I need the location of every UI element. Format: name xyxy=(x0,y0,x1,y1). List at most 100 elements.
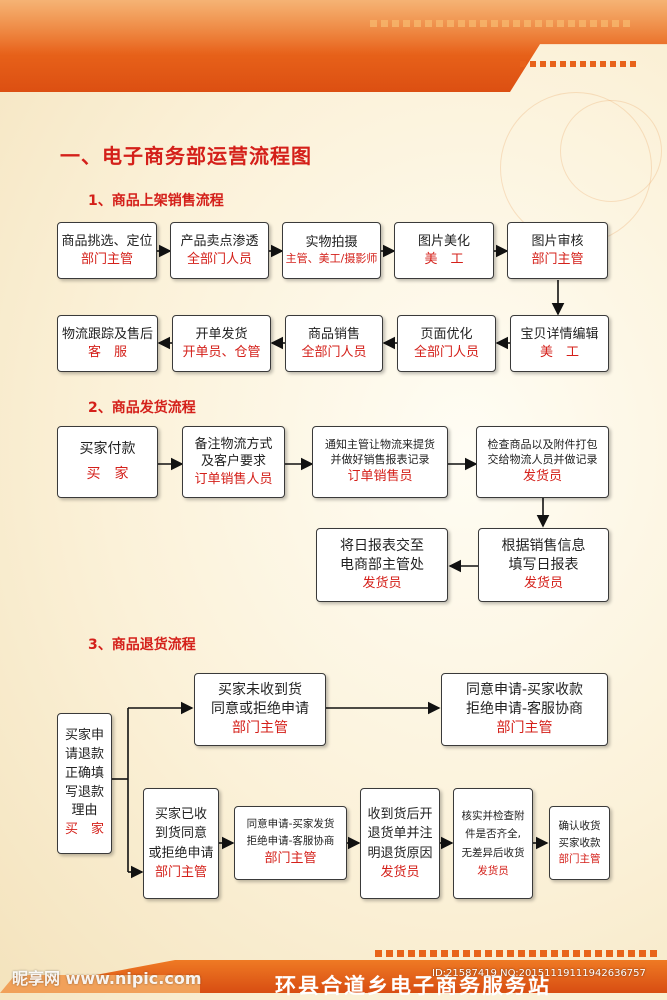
step-text: 件是否齐全, xyxy=(465,828,521,841)
step-text: 同意申请-买家收款 xyxy=(465,682,584,699)
flow-step: 物流跟踪及售后 客 服 xyxy=(57,315,158,372)
flow-step: 商品销售 全部门人员 xyxy=(285,315,383,372)
step-text: 及客户要求 xyxy=(200,454,266,470)
step-role: 美 工 xyxy=(539,344,579,360)
step-text: 拒绝申请-客服协商 xyxy=(465,701,584,718)
step-text: 图片美化 xyxy=(417,233,470,249)
step-text: 通知主管让物流来提货 xyxy=(325,438,435,452)
step-role: 部门主管 xyxy=(264,851,317,867)
step-text: 买家已收 xyxy=(154,806,207,822)
flow-step: 检查商品以及附件打包 交给物流人员并做记录 发货员 xyxy=(476,426,609,498)
flow-step: 收到货后开 退货单并注 明退货原因 发货员 xyxy=(360,788,440,899)
step-role: 发货员 xyxy=(380,865,420,880)
step-text: 产品卖点渗透 xyxy=(180,233,259,249)
step-role: 部门主管 xyxy=(558,853,601,866)
step-role: 美 工 xyxy=(424,251,464,267)
flow-step: 买家付款 买 家 xyxy=(57,426,158,498)
step-text: 确认收货 xyxy=(558,819,601,832)
step-text: 买家未收到货 xyxy=(218,682,302,699)
flow-step-start: 买家申 请退款 正确填 写退款 理由 买 家 xyxy=(57,713,112,854)
step-role: 开单员、仓管 xyxy=(182,344,261,360)
step-role: 客 服 xyxy=(87,344,127,360)
step-role: 买 家 xyxy=(64,822,104,838)
flow-step: 产品卖点渗透 全部门人员 xyxy=(170,222,269,279)
step-role: 发货员 xyxy=(477,864,509,877)
step-role: 部门主管 xyxy=(154,865,207,880)
flow-step: 通知主管让物流来提货 并做好销售报表记录 订单销售员 xyxy=(312,426,448,498)
step-text: 同意申请-买家发货 xyxy=(246,817,335,830)
flow-step: 根据销售信息 填写日报表 发货员 xyxy=(478,528,609,602)
step-text: 明退货原因 xyxy=(367,845,433,861)
flow-step: 核实并检查附 件是否齐全, 无差异后收货 发货员 xyxy=(453,788,533,899)
step-text: 商品挑选、定位 xyxy=(61,233,153,249)
step-role: 部门主管 xyxy=(232,719,288,736)
step-role: 发货员 xyxy=(523,576,563,592)
step-role: 订单销售人员 xyxy=(194,471,273,487)
step-text: 理由 xyxy=(71,803,98,819)
step-text: 交给物流人员并做记录 xyxy=(487,453,598,467)
step-text: 开单发货 xyxy=(195,326,248,342)
flow-step: 商品挑选、定位 部门主管 xyxy=(57,222,157,279)
step-role: 订单销售员 xyxy=(347,469,413,485)
step-text: 备注物流方式 xyxy=(194,436,273,452)
flow-step: 图片审核 部门主管 xyxy=(507,222,608,279)
flow-step: 开单发货 开单员、仓管 xyxy=(172,315,271,372)
step-text: 并做好销售报表记录 xyxy=(330,453,430,467)
header-dot-pattern xyxy=(370,20,630,27)
section2-title: 2、商品发货流程 xyxy=(88,400,196,416)
step-text: 将日报表交至 xyxy=(340,538,424,555)
flow-step: 页面优化 全部门人员 xyxy=(397,315,496,372)
flow-step: 实物拍摄 主管、美工/摄影师 xyxy=(282,222,381,279)
section3-title: 3、商品退货流程 xyxy=(88,637,196,653)
step-text: 电商部主管处 xyxy=(340,557,424,574)
step-text: 商品销售 xyxy=(307,326,360,342)
step-role: 部门主管 xyxy=(496,719,553,736)
header-dot-pattern-small xyxy=(520,61,636,67)
page-title: 一、电子商务部运营流程图 xyxy=(60,144,312,168)
step-role: 部门主管 xyxy=(531,251,584,267)
flow-step: 确认收货 买家收款 部门主管 xyxy=(549,806,610,880)
flow-step: 同意申请-买家收款 拒绝申请-客服协商 部门主管 xyxy=(441,673,608,746)
step-role: 全部门人员 xyxy=(301,344,367,360)
flow-step: 备注物流方式 及客户要求 订单销售人员 xyxy=(182,426,285,498)
step-text: 检查商品以及附件打包 xyxy=(487,438,598,452)
step-text: 收到货后开 xyxy=(367,806,433,822)
section1-title: 1、商品上架销售流程 xyxy=(88,193,224,209)
step-text: 宝贝详情编辑 xyxy=(520,326,599,342)
flow-step: 将日报表交至 电商部主管处 发货员 xyxy=(316,528,448,602)
decorative-circle xyxy=(560,100,662,202)
step-text: 拒绝申请-客服协商 xyxy=(246,834,335,847)
image-id-text: ID:21587419 NO:20151119111942636757 xyxy=(432,968,646,979)
step-role: 主管、美工/摄影师 xyxy=(285,251,378,265)
step-role: 买 家 xyxy=(86,466,129,482)
step-text: 写退款 xyxy=(64,784,104,800)
step-text: 请退款 xyxy=(64,746,104,762)
flow-step: 同意申请-买家发货 拒绝申请-客服协商 部门主管 xyxy=(234,806,347,880)
step-text: 核实并检查附 xyxy=(461,809,525,822)
flow-step: 宝贝详情编辑 美 工 xyxy=(510,315,609,372)
footer-dot-pattern xyxy=(375,950,657,957)
step-text: 根据销售信息 xyxy=(501,538,586,555)
step-text: 物流跟踪及售后 xyxy=(61,326,153,342)
step-role: 部门主管 xyxy=(80,251,133,267)
step-text: 页面优化 xyxy=(420,326,473,342)
step-role: 发货员 xyxy=(362,576,402,592)
step-role: 全部门人员 xyxy=(186,251,252,267)
step-text: 同意或拒绝申请 xyxy=(211,701,309,718)
step-text: 到货同意 xyxy=(154,826,207,841)
step-text: 正确填 xyxy=(64,765,104,781)
step-text: 买家申 xyxy=(64,727,104,743)
step-text: 退货单并注 xyxy=(367,826,433,841)
step-text: 图片审核 xyxy=(531,233,584,249)
step-text: 无差异后收货 xyxy=(461,846,525,859)
flow-step: 买家未收到货 同意或拒绝申请 部门主管 xyxy=(194,673,326,746)
step-text: 买家收款 xyxy=(558,836,601,849)
flow-step: 买家已收 到货同意 或拒绝申请 部门主管 xyxy=(143,788,219,899)
step-role: 全部门人员 xyxy=(413,344,479,360)
step-role: 发货员 xyxy=(522,469,562,485)
step-text: 买家付款 xyxy=(79,441,136,458)
step-text: 或拒绝申请 xyxy=(148,845,214,861)
step-text: 填写日报表 xyxy=(508,557,579,574)
footer-accent xyxy=(0,975,200,993)
flow-step: 图片美化 美 工 xyxy=(394,222,494,279)
